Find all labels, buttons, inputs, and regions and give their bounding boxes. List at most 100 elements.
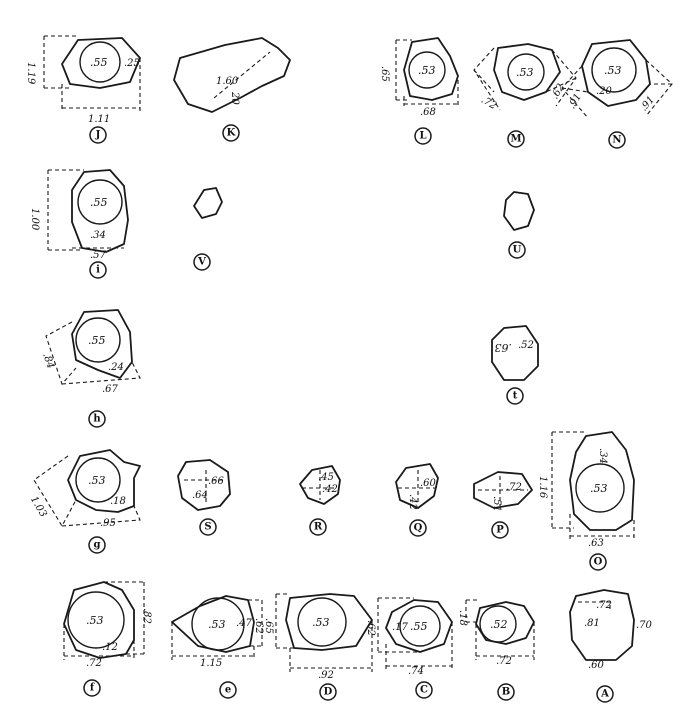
specimen-e-height-dim: [248, 599, 263, 647]
specimen-j-outline: [61, 37, 141, 89]
specimen-l-outline: [403, 37, 459, 101]
specimen-e-tag: e: [225, 685, 231, 696]
specimen-c: .55 .17 .62 .74 C: [365, 597, 453, 699]
specimen-f-tag: f: [90, 683, 95, 694]
specimen-b-tag: B: [502, 687, 510, 698]
specimen-u-tag: U: [513, 245, 522, 256]
specimen-i: .55 .34 1.00 .57 i: [29, 169, 129, 279]
specimen-n-lower-value: .20: [596, 86, 613, 97]
specimen-t-outline: [491, 325, 539, 381]
specimen-m-left-value: .72: [479, 95, 498, 112]
specimen-i-center-value: .55: [90, 196, 108, 209]
specimen-j-width-dim: [61, 58, 141, 112]
specimen-l-width-value: .68: [420, 107, 436, 118]
specimen-c-left-value: .17: [392, 622, 409, 633]
specimen-f-inner-circle: [67, 591, 125, 649]
specimen-a-tag: A: [600, 689, 609, 700]
specimen-l-height-dim: [395, 39, 412, 101]
specimen-o-height-value: 1.16: [537, 476, 548, 499]
specimen-m-right-value: .62: [550, 82, 567, 101]
specimen-i-height-dim: [47, 169, 84, 251]
specimen-r-upper-value: .45: [318, 472, 334, 483]
specimen-f-width-value: .72: [86, 658, 102, 669]
specimen-g-width-value: .95: [100, 518, 116, 529]
specimen-r-cross-dim: [302, 470, 336, 500]
specimen-b-tag-circle: [497, 683, 515, 701]
specimen-e-height-value: .62: [253, 618, 264, 634]
specimen-q: .60 .42 Q: [395, 463, 439, 537]
specimen-i-width-value: .57: [90, 250, 107, 261]
specimen-c-height-value: .62: [365, 620, 376, 636]
specimen-q-lower-value: .42: [407, 494, 418, 510]
specimen-v-tag-circle: [193, 253, 211, 271]
specimen-h-width-dim: [61, 361, 141, 385]
specimen-a-top-dim: [578, 601, 611, 612]
specimen-q-upper-value: .60: [420, 478, 437, 489]
specimen-i-tag: i: [96, 265, 100, 276]
specimen-c-outline: [385, 599, 453, 653]
specimen-n-inner-circle: [591, 47, 637, 93]
specimen-k-tag-circle: [222, 124, 240, 142]
specimen-l-center-value: .53: [418, 64, 436, 77]
specimen-j-inner-circle: [79, 41, 121, 83]
specimen-p-tag: P: [496, 525, 504, 536]
specimen-h-outline: [71, 309, 133, 379]
specimen-o-width-value: .63: [588, 538, 604, 549]
specimen-j-width-value: 1.11: [88, 114, 110, 125]
specimen-b-width-value: .72: [496, 656, 512, 667]
specimen-l-inner-circle: [408, 51, 446, 89]
specimen-s-tag: S: [204, 522, 211, 533]
specimen-j-height-value: 1.19: [25, 62, 36, 85]
specimen-i-height-value: 1.00: [29, 208, 40, 231]
specimen-o: .53 .34 1.16 .63 O: [537, 431, 635, 571]
specimen-p: .72 .51 P: [473, 471, 533, 539]
specimen-f-center-value: .53: [86, 614, 104, 627]
specimen-d-width-dim: [289, 620, 373, 672]
specimen-k: 1.60 20 K: [173, 37, 291, 142]
specimen-i-inner-circle: [77, 179, 123, 225]
specimen-a-outline: [569, 589, 635, 661]
specimen-f: .53 .12 .82 .72 f: [63, 581, 152, 697]
specimen-t: .63 .52 t: [491, 325, 539, 405]
specimen-k-value: 1.60: [216, 76, 239, 87]
specimen-k-diagonal-dim: [213, 51, 271, 99]
specimen-p-upper-value: .72: [506, 482, 522, 493]
specimen-c-tag: C: [420, 685, 428, 696]
specimen-e-center-value: .53: [208, 618, 226, 631]
specimen-k-tag: K: [227, 128, 236, 139]
specimen-m-inner-circle: [507, 53, 545, 91]
specimen-n-tag-circle: [608, 131, 626, 149]
specimen-j: .55 .25 1.19 1.11 J: [25, 35, 141, 144]
specimen-m-left-dim: [473, 47, 501, 111]
specimen-b-center-value: .52: [490, 618, 508, 631]
specimen-l: .53 .65 .68 L: [379, 37, 459, 145]
specimen-g-tag: g: [94, 540, 101, 551]
specimen-g-tag-circle: [88, 536, 106, 554]
specimen-v-outline: [193, 187, 223, 219]
specimen-c-center-value: .55: [410, 620, 428, 633]
specimen-u-outline: [503, 191, 535, 231]
specimen-n-outline: [581, 39, 651, 107]
specimen-s-upper-value: .66: [208, 476, 225, 487]
specimen-n-right-dim: [645, 59, 673, 117]
specimen-g-lower-value: .18: [110, 496, 126, 507]
specimen-r-lower-value: .42: [322, 484, 338, 495]
specimen-d-inner-circle: [297, 597, 347, 647]
specimen-f-outline: [63, 581, 135, 659]
specimen-n: .53 .20 .91 .91 N: [561, 39, 673, 149]
specimen-p-cross-dim: [478, 476, 528, 506]
specimen-r: .45 .42 R: [299, 465, 341, 536]
specimen-l-height-value: .65: [379, 66, 390, 82]
specimen-a: .72 .81 .70 .60 A: [569, 589, 653, 703]
specimen-b-outline: [475, 601, 535, 645]
specimen-h-tag-circle: [88, 410, 106, 428]
specimen-p-outline: [473, 471, 533, 509]
specimen-j-center-value: .55: [90, 56, 108, 69]
specimen-b-height-dim: [465, 599, 480, 623]
specimen-r-tag-circle: [309, 518, 327, 536]
specimen-c-height-dim: [377, 597, 420, 653]
specimen-n-left-value: .91: [567, 92, 584, 111]
specimen-u: U: [503, 191, 535, 259]
specimen-r-tag: R: [314, 522, 323, 533]
specimen-m-outline: [493, 43, 561, 101]
